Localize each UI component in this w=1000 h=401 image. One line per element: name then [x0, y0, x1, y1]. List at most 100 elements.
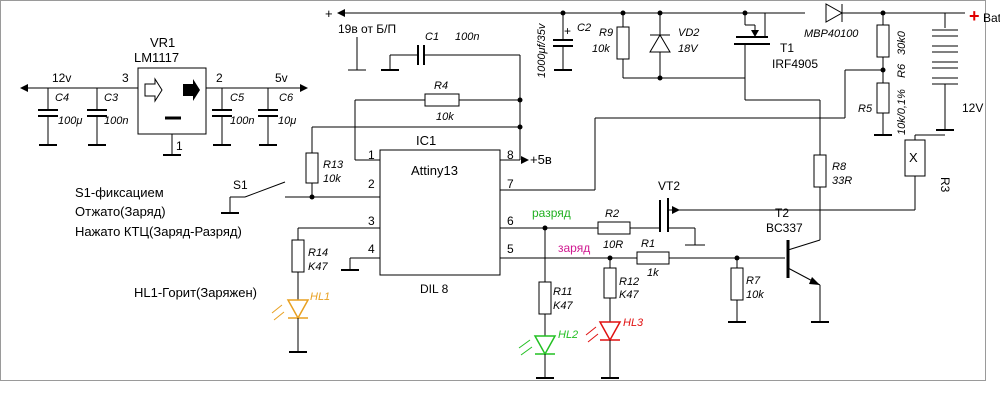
s1-note: S1-фиксацием	[75, 185, 164, 200]
pressed-note: Нажато КТЦ(Заряд-Разряд)	[75, 224, 242, 239]
resistor-r4: R4 10k	[354, 80, 520, 161]
resistor-r13: R13 10k	[305, 152, 344, 200]
svg-text:R2: R2	[605, 208, 619, 220]
transistor-t2: T2 BC337	[766, 206, 830, 323]
svg-text:10μ: 10μ	[278, 115, 296, 127]
input-voltage-label: 12v	[52, 71, 71, 85]
resistor-r9: R9 10k	[592, 13, 745, 79]
svg-text:7: 7	[507, 177, 514, 191]
svg-text:R14: R14	[308, 247, 328, 259]
svg-text:10k/0,1%: 10k/0,1%	[896, 89, 908, 135]
output-arrow-icon	[300, 84, 308, 92]
diode-mbp40100: MBP40100	[804, 3, 930, 40]
resistor-r2: R2 10R	[545, 208, 660, 251]
zener-vd2: VD2 18V	[649, 13, 699, 81]
supply-plus-sign: +	[325, 6, 333, 21]
svg-text:HL1: HL1	[310, 291, 330, 303]
svg-text:R5: R5	[858, 103, 873, 115]
svg-text:R9: R9	[599, 27, 613, 39]
svg-text:R4: R4	[434, 80, 448, 92]
vr1-part: LM1117	[134, 50, 179, 65]
switch-s1[interactable]: S1	[220, 178, 312, 214]
svg-text:3: 3	[368, 214, 375, 228]
solid-arrow-icon	[183, 79, 200, 101]
vr1-ref: VR1	[150, 35, 175, 50]
led-hl1: HL1	[271, 291, 330, 353]
svg-text:100μ: 100μ	[58, 115, 82, 127]
ic1-attiny13: IC1 Attiny13 DIL 8 1 2 3 4 5 6 7 8	[298, 133, 514, 296]
discharge-label: разряд	[532, 206, 571, 220]
svg-text:K47: K47	[308, 261, 328, 273]
svg-text:33R: 33R	[832, 175, 852, 187]
led-hl3: HL3	[585, 317, 644, 379]
svg-text:1000μf/35v: 1000μf/35v	[536, 22, 548, 78]
battery: + Bat 12V	[930, 6, 1000, 131]
svg-text:R6: R6	[896, 63, 908, 78]
capacitor-c6: C6 10μ	[258, 88, 296, 146]
svg-text:R13: R13	[323, 159, 344, 171]
svg-text:8: 8	[507, 148, 514, 162]
svg-text:10R: 10R	[603, 239, 623, 251]
svg-text:C6: C6	[279, 92, 294, 104]
svg-text:Bat: Bat	[983, 11, 1000, 25]
svg-text:2: 2	[368, 177, 375, 191]
vr1-pin-1: 1	[176, 139, 183, 153]
svg-text:12V: 12V	[962, 101, 983, 115]
capacitor-c5: C5 100n	[212, 88, 254, 146]
resistor-r6: R6 30k0	[876, 13, 908, 83]
vr1-box	[137, 67, 207, 135]
svg-text:IRF4905: IRF4905	[772, 57, 818, 71]
hollow-arrow-icon	[144, 77, 163, 103]
svg-text:T1: T1	[780, 41, 794, 55]
led-hl2: HL2	[518, 329, 578, 379]
svg-text:R1: R1	[641, 238, 655, 250]
resistor-r5: R5 10k/0,1%	[500, 69, 908, 191]
ic1-ref: IC1	[416, 133, 436, 148]
svg-text:VT2: VT2	[658, 179, 680, 193]
resistor-r3: X R3	[672, 134, 952, 211]
svg-text:18V: 18V	[678, 43, 699, 55]
svg-text:10k: 10k	[323, 173, 341, 185]
svg-text:K47: K47	[553, 300, 573, 312]
supply-rail: + 19в от Б/П	[325, 6, 805, 71]
svg-text:10k: 10k	[436, 111, 454, 123]
svg-text:C5: C5	[230, 92, 245, 104]
svg-text:HL2: HL2	[558, 329, 578, 341]
svg-text:C1: C1	[425, 31, 439, 43]
supply-label: 19в от Б/П	[338, 22, 396, 36]
resistor-r12: R12 K47	[603, 258, 639, 322]
svg-text:R3: R3	[938, 177, 952, 193]
s1-ref: S1	[233, 178, 248, 192]
svg-text:MBP40100: MBP40100	[804, 28, 859, 40]
mosfet-t1: T1 IRF4905	[734, 13, 820, 101]
resistor-r8: R8 33R	[813, 100, 852, 240]
supply-arrow-icon	[337, 9, 345, 17]
resistor-r1: R1 1k	[610, 238, 785, 279]
svg-text:HL3: HL3	[623, 317, 644, 329]
svg-text:100n: 100n	[104, 115, 128, 127]
svg-text:4: 4	[368, 242, 375, 256]
resistor-r14: R14 K47	[291, 228, 328, 300]
svg-text:T2: T2	[775, 206, 789, 220]
vr1-pin-2: 2	[216, 71, 223, 85]
svg-text:6: 6	[507, 214, 514, 228]
vcc-arrow-icon	[521, 156, 529, 164]
capacitor-c2: C2 1000μf/35v +	[536, 13, 591, 78]
svg-text:10k: 10k	[746, 289, 764, 301]
battery-plus-icon: +	[969, 6, 980, 26]
svg-text:C3: C3	[104, 92, 119, 104]
svg-text:5: 5	[507, 242, 514, 256]
svg-text:R7: R7	[746, 275, 761, 287]
svg-text:R12: R12	[619, 276, 639, 288]
svg-text:VD2: VD2	[678, 27, 699, 39]
svg-text:C4: C4	[55, 92, 69, 104]
svg-text:30k0: 30k0	[896, 30, 908, 55]
ic1-package: DIL 8	[420, 282, 449, 296]
svg-text:+: +	[564, 24, 571, 38]
svg-text:BC337: BC337	[766, 221, 803, 235]
plus5v-label: +5в	[530, 152, 552, 167]
sheet-frame	[0, 0, 986, 381]
svg-text:100n: 100n	[455, 31, 479, 43]
capacitor-c3: C3 100n	[87, 88, 128, 146]
